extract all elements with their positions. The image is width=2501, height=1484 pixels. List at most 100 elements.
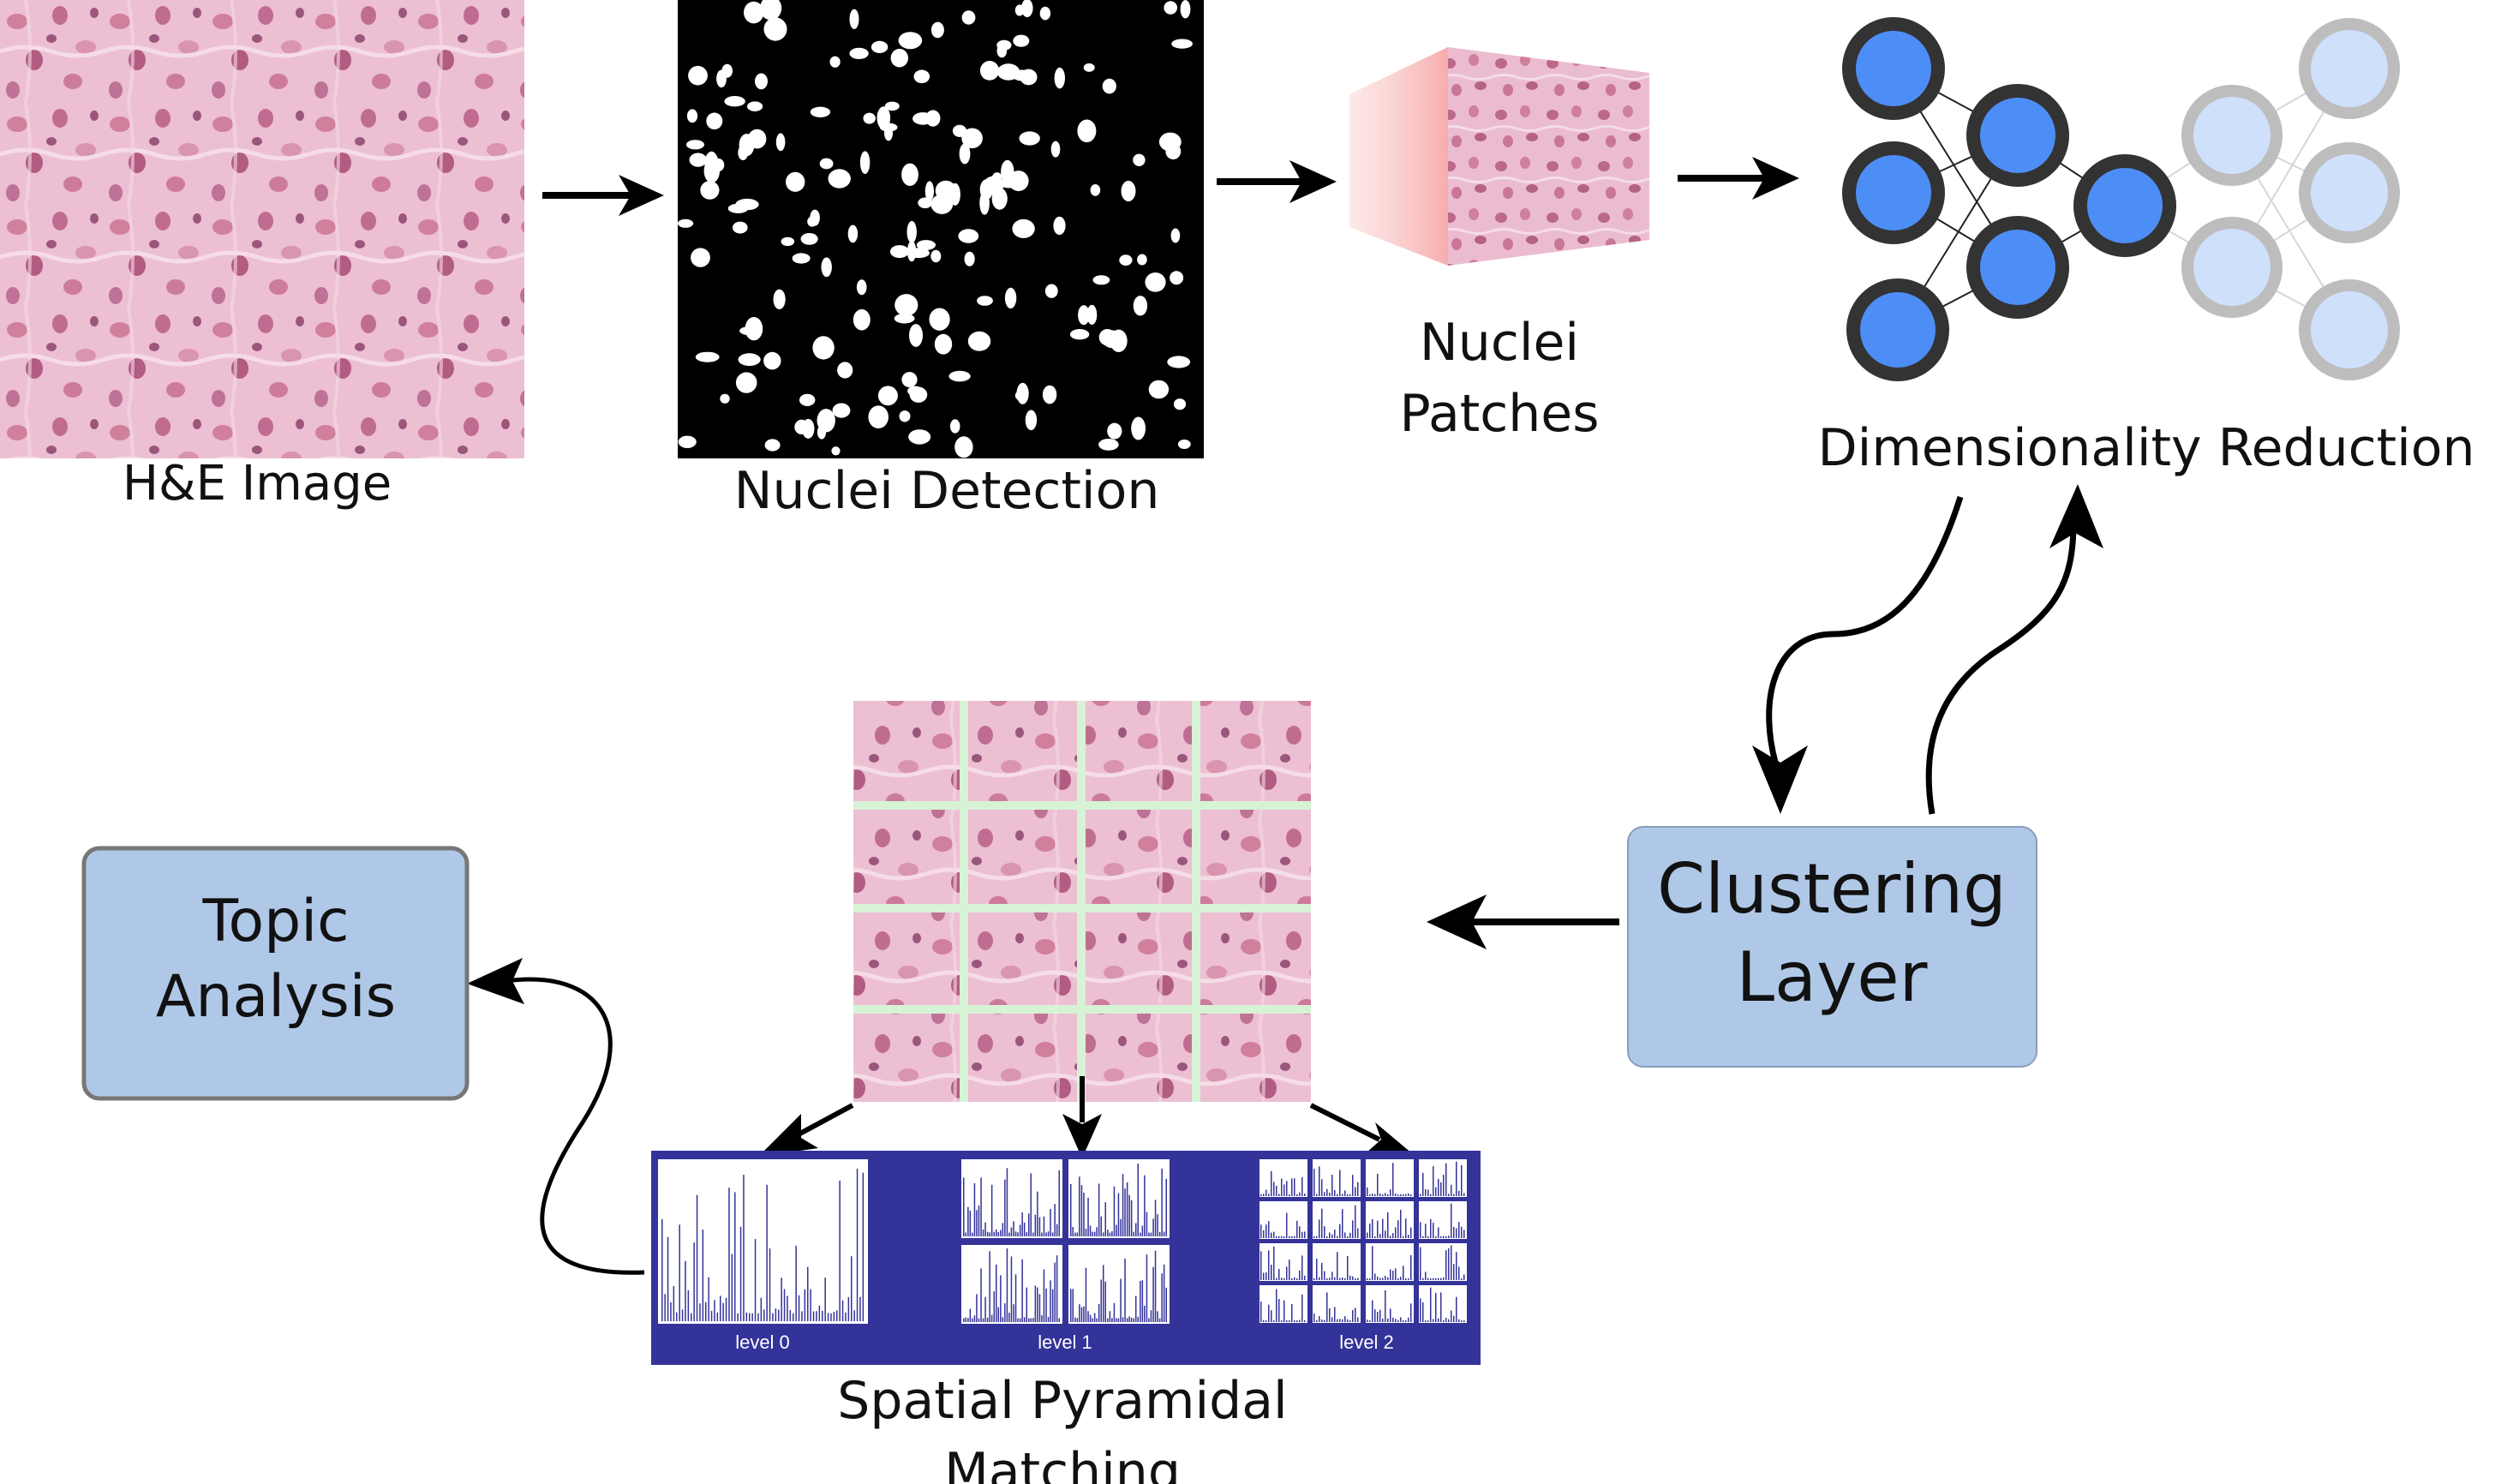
- histogram-bar: [1319, 1166, 1320, 1196]
- histogram-bar: [1271, 1310, 1272, 1322]
- arrow-grid-to-level2: [1309, 1103, 1418, 1158]
- histogram-bar: [996, 1230, 997, 1236]
- nuclei-detection-stage: Nuclei Detection: [678, 0, 1204, 521]
- histogram-bar: [1352, 1220, 1354, 1238]
- histogram-bar: [1268, 1221, 1270, 1238]
- histogram-bar: [1093, 1231, 1096, 1236]
- histogram-bar: [969, 1211, 972, 1236]
- input-node-1: [1842, 17, 1945, 120]
- histogram-bar: [1427, 1319, 1429, 1322]
- nucleus-blob: [1164, 1, 1177, 15]
- nucleus-blob: [1086, 304, 1098, 325]
- histogram-bar: [1342, 1209, 1343, 1238]
- histogram-bar: [1034, 1285, 1037, 1322]
- histogram-bar: [1023, 1317, 1026, 1322]
- histogram-bar: [1382, 1278, 1384, 1280]
- histogram-bar: [1103, 1265, 1104, 1322]
- histogram-bar: [1451, 1203, 1452, 1238]
- histogram-bar: [1405, 1278, 1407, 1280]
- histogram-bar: [1263, 1272, 1265, 1280]
- histogram-bar: [1326, 1278, 1328, 1280]
- histogram-bar: [1403, 1236, 1404, 1238]
- histogram-bar: [754, 1239, 757, 1321]
- histogram-bar: [989, 1232, 990, 1236]
- histogram-bar: [1104, 1202, 1106, 1236]
- histogram-bar: [1268, 1250, 1270, 1280]
- nucleus-blob: [996, 63, 1020, 81]
- histogram-bar: [993, 1291, 995, 1322]
- nucleus-blob: [1025, 410, 1038, 431]
- histogram-bar: [1291, 1236, 1293, 1238]
- histogram-bar: [1058, 1170, 1060, 1236]
- histogram-bar: [1458, 1190, 1460, 1196]
- decoder-node-2: [2181, 217, 2283, 318]
- histogram-bar: [1089, 1314, 1092, 1322]
- histogram-bar: [1445, 1250, 1447, 1280]
- histogram-bar: [1463, 1319, 1465, 1322]
- histogram-bar: [990, 1314, 993, 1322]
- histogram-bar: [1043, 1269, 1045, 1322]
- clustering-layer-label-2: Layer: [1736, 937, 1927, 1017]
- histogram-bar: [1043, 1216, 1045, 1236]
- histogram-bar: [1347, 1194, 1349, 1196]
- nucleus-blob: [821, 257, 832, 278]
- histogram-bar: [1438, 1178, 1439, 1196]
- histogram-bar: [990, 1184, 993, 1236]
- histogram-bar: [745, 1312, 748, 1321]
- histogram-bar: [1013, 1304, 1014, 1322]
- histogram-bar: [807, 1266, 809, 1321]
- histogram-bar: [1427, 1278, 1429, 1280]
- histogram-bar: [1331, 1317, 1333, 1322]
- arrow-dr-to-clustering: [1752, 495, 1964, 814]
- histogram-bar: [976, 1294, 978, 1322]
- nucleus-blob: [847, 224, 859, 243]
- histogram-bar: [1440, 1278, 1442, 1280]
- histogram-bar: [1157, 1311, 1158, 1322]
- histogram-bar: [1451, 1245, 1452, 1280]
- nucleus-blob: [828, 169, 851, 188]
- topic-analysis-label-2: Analysis: [156, 963, 396, 1031]
- histogram-bar: [1133, 1318, 1134, 1322]
- histogram-bar: [1453, 1315, 1455, 1322]
- histogram-bar: [1313, 1313, 1315, 1322]
- histogram-bar: [1456, 1252, 1457, 1280]
- histogram-bar: [1074, 1232, 1076, 1236]
- nucleus-blob: [781, 236, 795, 247]
- histogram-bar: [1130, 1200, 1133, 1236]
- histogram-bar: [720, 1296, 721, 1321]
- nucleus-blob: [1044, 284, 1058, 298]
- nucleus-blob: [704, 151, 719, 176]
- histogram-bar: [1461, 1319, 1463, 1322]
- histogram-bar: [1056, 1255, 1058, 1322]
- histogram-bar: [1083, 1306, 1085, 1322]
- nucleus-blob: [959, 143, 971, 165]
- nucleus-blob: [807, 216, 817, 227]
- histogram-bar: [1339, 1170, 1341, 1196]
- nucleus-blob: [964, 251, 975, 266]
- histogram-bar: [1076, 1318, 1079, 1322]
- histogram-bar: [1276, 1185, 1277, 1196]
- histogram-bar: [1278, 1299, 1280, 1322]
- nucleus-blob: [991, 188, 1008, 210]
- histogram-bar: [743, 1175, 745, 1321]
- output-node-3: [2299, 279, 2400, 380]
- he-image: [0, 0, 524, 458]
- nucleus-blob: [868, 405, 889, 429]
- histogram-bar: [1128, 1194, 1130, 1236]
- hidden-node-1: [1966, 84, 2069, 187]
- histogram-bar: [1313, 1169, 1315, 1196]
- histogram-bar: [1045, 1232, 1047, 1236]
- histogram-bar: [1385, 1230, 1386, 1238]
- histogram-bar: [980, 1177, 982, 1236]
- histogram-bar: [1433, 1319, 1434, 1322]
- histogram-bar: [1289, 1319, 1290, 1322]
- nucleus-blob: [908, 429, 931, 445]
- histogram-bar: [1319, 1219, 1320, 1238]
- histogram-bar: [1276, 1278, 1277, 1280]
- histogram-bar: [670, 1302, 672, 1321]
- nucleus-blob: [700, 181, 720, 200]
- histogram-bar: [1000, 1275, 1002, 1322]
- histogram-bar: [845, 1312, 847, 1321]
- nucleus-blob: [935, 180, 957, 201]
- histogram-bar: [1443, 1175, 1445, 1196]
